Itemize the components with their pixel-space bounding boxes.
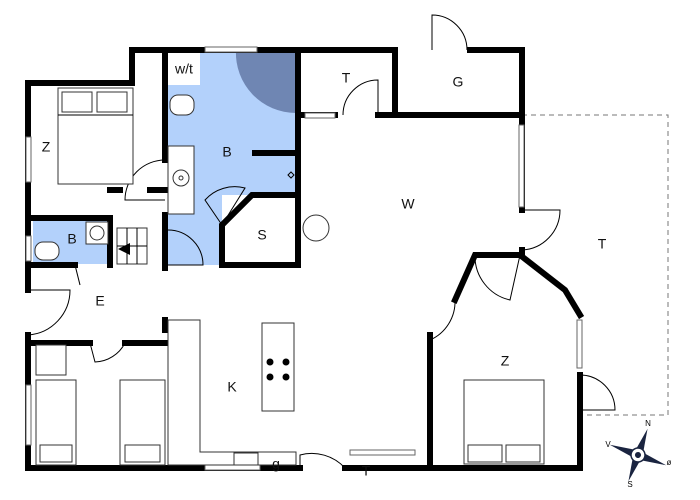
toilet-icon — [34, 241, 60, 261]
window — [518, 124, 525, 208]
kitchen-counter — [167, 319, 297, 466]
room-label: K — [227, 379, 237, 395]
room-label: Z — [501, 353, 510, 369]
room-label: w/t — [174, 61, 193, 77]
toilet-icon — [169, 94, 195, 116]
window — [25, 136, 32, 183]
compass-s: S — [627, 480, 632, 489]
room-label: S — [257, 227, 266, 243]
hob-icon — [266, 358, 274, 366]
stairs-arrow-icon — [118, 243, 130, 255]
doors — [27, 14, 616, 469]
compass-n: N — [645, 419, 651, 428]
room-label: T — [342, 70, 351, 86]
kitchen-island — [261, 322, 295, 412]
room-label: B — [67, 231, 76, 247]
window — [304, 112, 336, 119]
window — [25, 235, 32, 262]
room-label: g — [272, 456, 280, 472]
window — [576, 319, 583, 369]
window — [204, 464, 261, 471]
compass-w: V — [605, 440, 611, 449]
compass-e: ø — [667, 458, 672, 467]
window — [349, 449, 416, 456]
terrace-outline — [522, 114, 669, 416]
window — [25, 384, 32, 446]
room-label: Z — [42, 139, 51, 155]
room-label: G — [453, 74, 464, 90]
table-round — [302, 214, 330, 242]
room-label: E — [95, 293, 104, 309]
kitchen-sink-icon — [233, 452, 259, 466]
room-label: T — [362, 463, 371, 479]
compass-rose-icon — [609, 428, 667, 482]
shower-area — [235, 50, 296, 114]
room-label: B — [222, 144, 231, 160]
window — [204, 46, 258, 53]
room-label: T — [598, 236, 607, 252]
furniture — [34, 87, 545, 466]
room-label: W — [401, 196, 415, 212]
